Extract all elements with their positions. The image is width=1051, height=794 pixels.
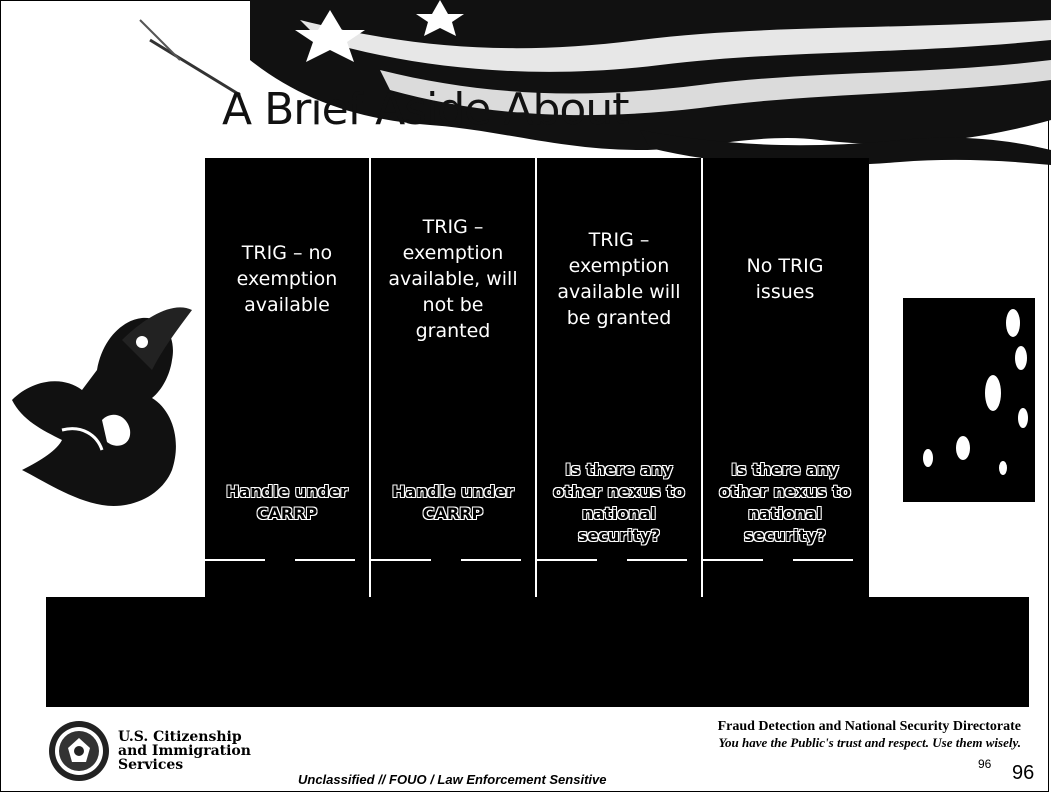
decorative-photo <box>903 298 1035 502</box>
directorate-name: Fraud Detection and National Security Di… <box>717 719 1021 734</box>
column-outcome: Is there any other nexus to national sec… <box>552 460 686 545</box>
classification-label: Unclassified // FOUO / Law Enforcement S… <box>298 772 607 787</box>
column-header: No TRIG issues <box>746 255 824 303</box>
column-outcome: Handle under CARRP <box>226 482 348 523</box>
column-exemption-granted: TRIG – exemption available will be grant… <box>537 158 701 598</box>
agency-name: U.S. Citizenship and Immigration Service… <box>118 729 251 773</box>
column-divider <box>701 158 703 598</box>
column-header: TRIG – no exemption available <box>236 242 338 316</box>
trig-decision-table: TRIG – no exemption available Handle und… <box>205 158 869 598</box>
column-no-trig: No TRIG issues Is there any other nexus … <box>703 158 867 598</box>
column-header: TRIG – exemption available, will not be … <box>388 216 518 342</box>
eagle-illustration <box>12 307 192 506</box>
column-divider <box>535 158 537 598</box>
page-number: 96 <box>1012 762 1035 784</box>
directorate-block: Fraud Detection and National Security Di… <box>718 719 1021 751</box>
bottom-note-bar <box>46 597 1029 707</box>
column-divider <box>369 158 371 598</box>
motto: You have the Public's trust and respect.… <box>718 735 1022 750</box>
row-divider <box>205 559 869 561</box>
column-header: TRIG – exemption available will be grant… <box>557 229 681 329</box>
column-outcome: Is there any other nexus to national sec… <box>718 460 852 545</box>
slide-title: A Brief Aside About <box>222 84 629 135</box>
column-outcome: Handle under CARRP <box>392 482 514 523</box>
column-exemption-not-granted: TRIG – exemption available, will not be … <box>371 158 535 598</box>
column-no-exemption: TRIG – no exemption available Handle und… <box>205 158 369 598</box>
flag-banner-graphic <box>139 0 1051 166</box>
page-number-small: 96 <box>978 757 992 771</box>
dhs-seal-icon <box>49 721 109 781</box>
